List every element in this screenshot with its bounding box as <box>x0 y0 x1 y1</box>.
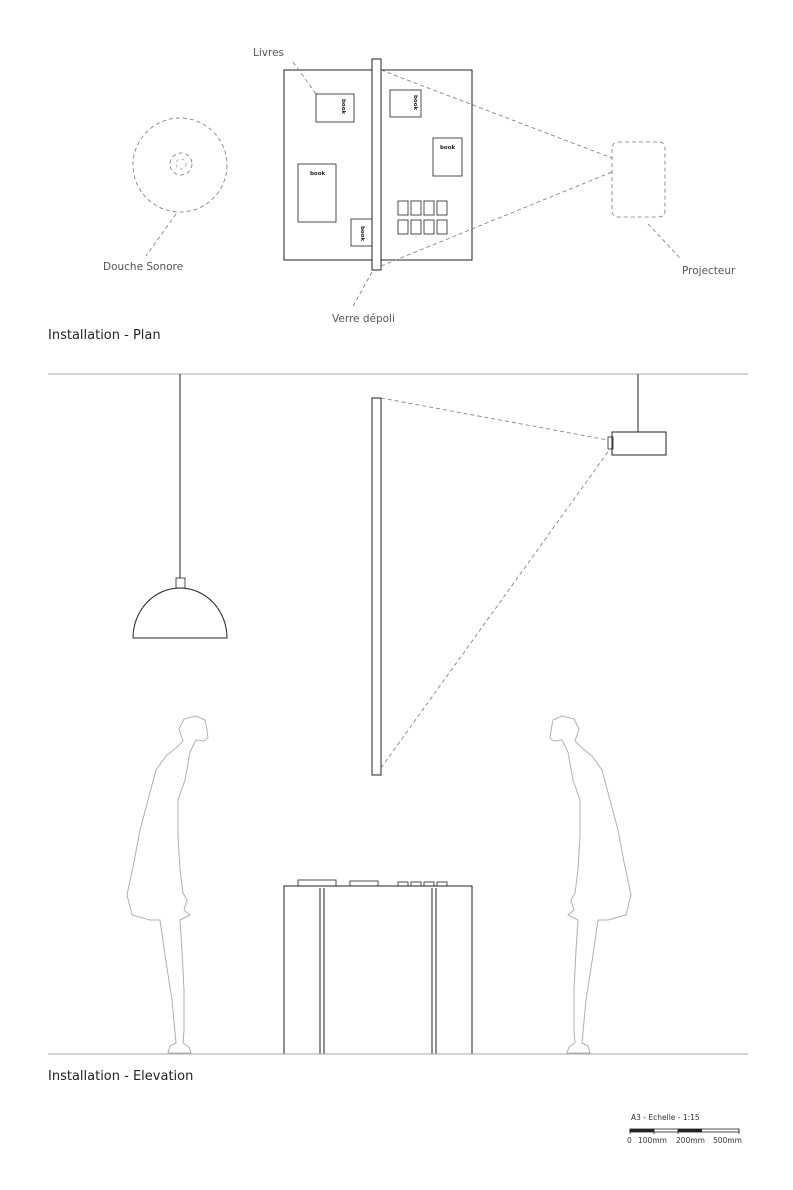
book-text: book <box>412 95 418 110</box>
scale-tick-500: 500mm <box>713 1136 742 1145</box>
projector-elevation <box>380 374 667 769</box>
projection-ray-top <box>380 69 613 159</box>
books-leader <box>292 61 317 95</box>
plan-view: Douche Sonore Verre dépoli Livres book b… <box>48 47 736 343</box>
book-2: book <box>389 89 422 118</box>
sound-shower-outer <box>132 117 228 213</box>
book-3: book <box>432 137 463 177</box>
cassette-grid <box>397 200 448 235</box>
pendant-lamp <box>132 374 228 639</box>
sound-shower-label: Douche Sonore <box>103 261 183 273</box>
projector-plan <box>611 141 666 218</box>
projection-ray-bottom <box>380 171 613 267</box>
projector-label: Projecteur <box>682 265 736 277</box>
scale-title: A3 - Echelle - 1:15 <box>631 1113 700 1122</box>
projector-leader <box>647 223 681 259</box>
person-right <box>549 715 632 1054</box>
sound-shower-leader <box>145 213 177 257</box>
elevation-title: Installation - Elevation <box>48 1069 193 1084</box>
frosted-glass-elevation <box>371 397 382 776</box>
elevation-view: Installation - Elevation <box>48 373 748 1084</box>
frosted-glass-plan <box>371 58 382 271</box>
book-text: book <box>440 145 455 151</box>
scale-bar: A3 - Echelle - 1:15 0 100mm 200mm 500mm <box>627 1113 742 1145</box>
sound-shower-inner <box>169 152 193 176</box>
scale-tick-0: 0 <box>627 1136 632 1145</box>
person-left <box>126 715 209 1054</box>
book-5: book <box>350 218 373 247</box>
scale-tick-100: 100mm <box>638 1136 667 1145</box>
books-label: Livres <box>253 47 284 59</box>
book-text: book <box>359 226 365 241</box>
frosted-glass-label: Verre dépoli <box>332 313 395 325</box>
book-1: book <box>315 93 355 123</box>
table-elevation <box>283 879 473 1055</box>
book-text: book <box>340 99 346 114</box>
scale-tick-200: 200mm <box>676 1136 705 1145</box>
plan-title: Installation - Plan <box>48 328 161 343</box>
sound-shower-core <box>175 158 187 170</box>
book-4: book <box>297 163 337 223</box>
book-text: book <box>310 171 325 177</box>
frosted-glass-leader <box>351 271 373 309</box>
